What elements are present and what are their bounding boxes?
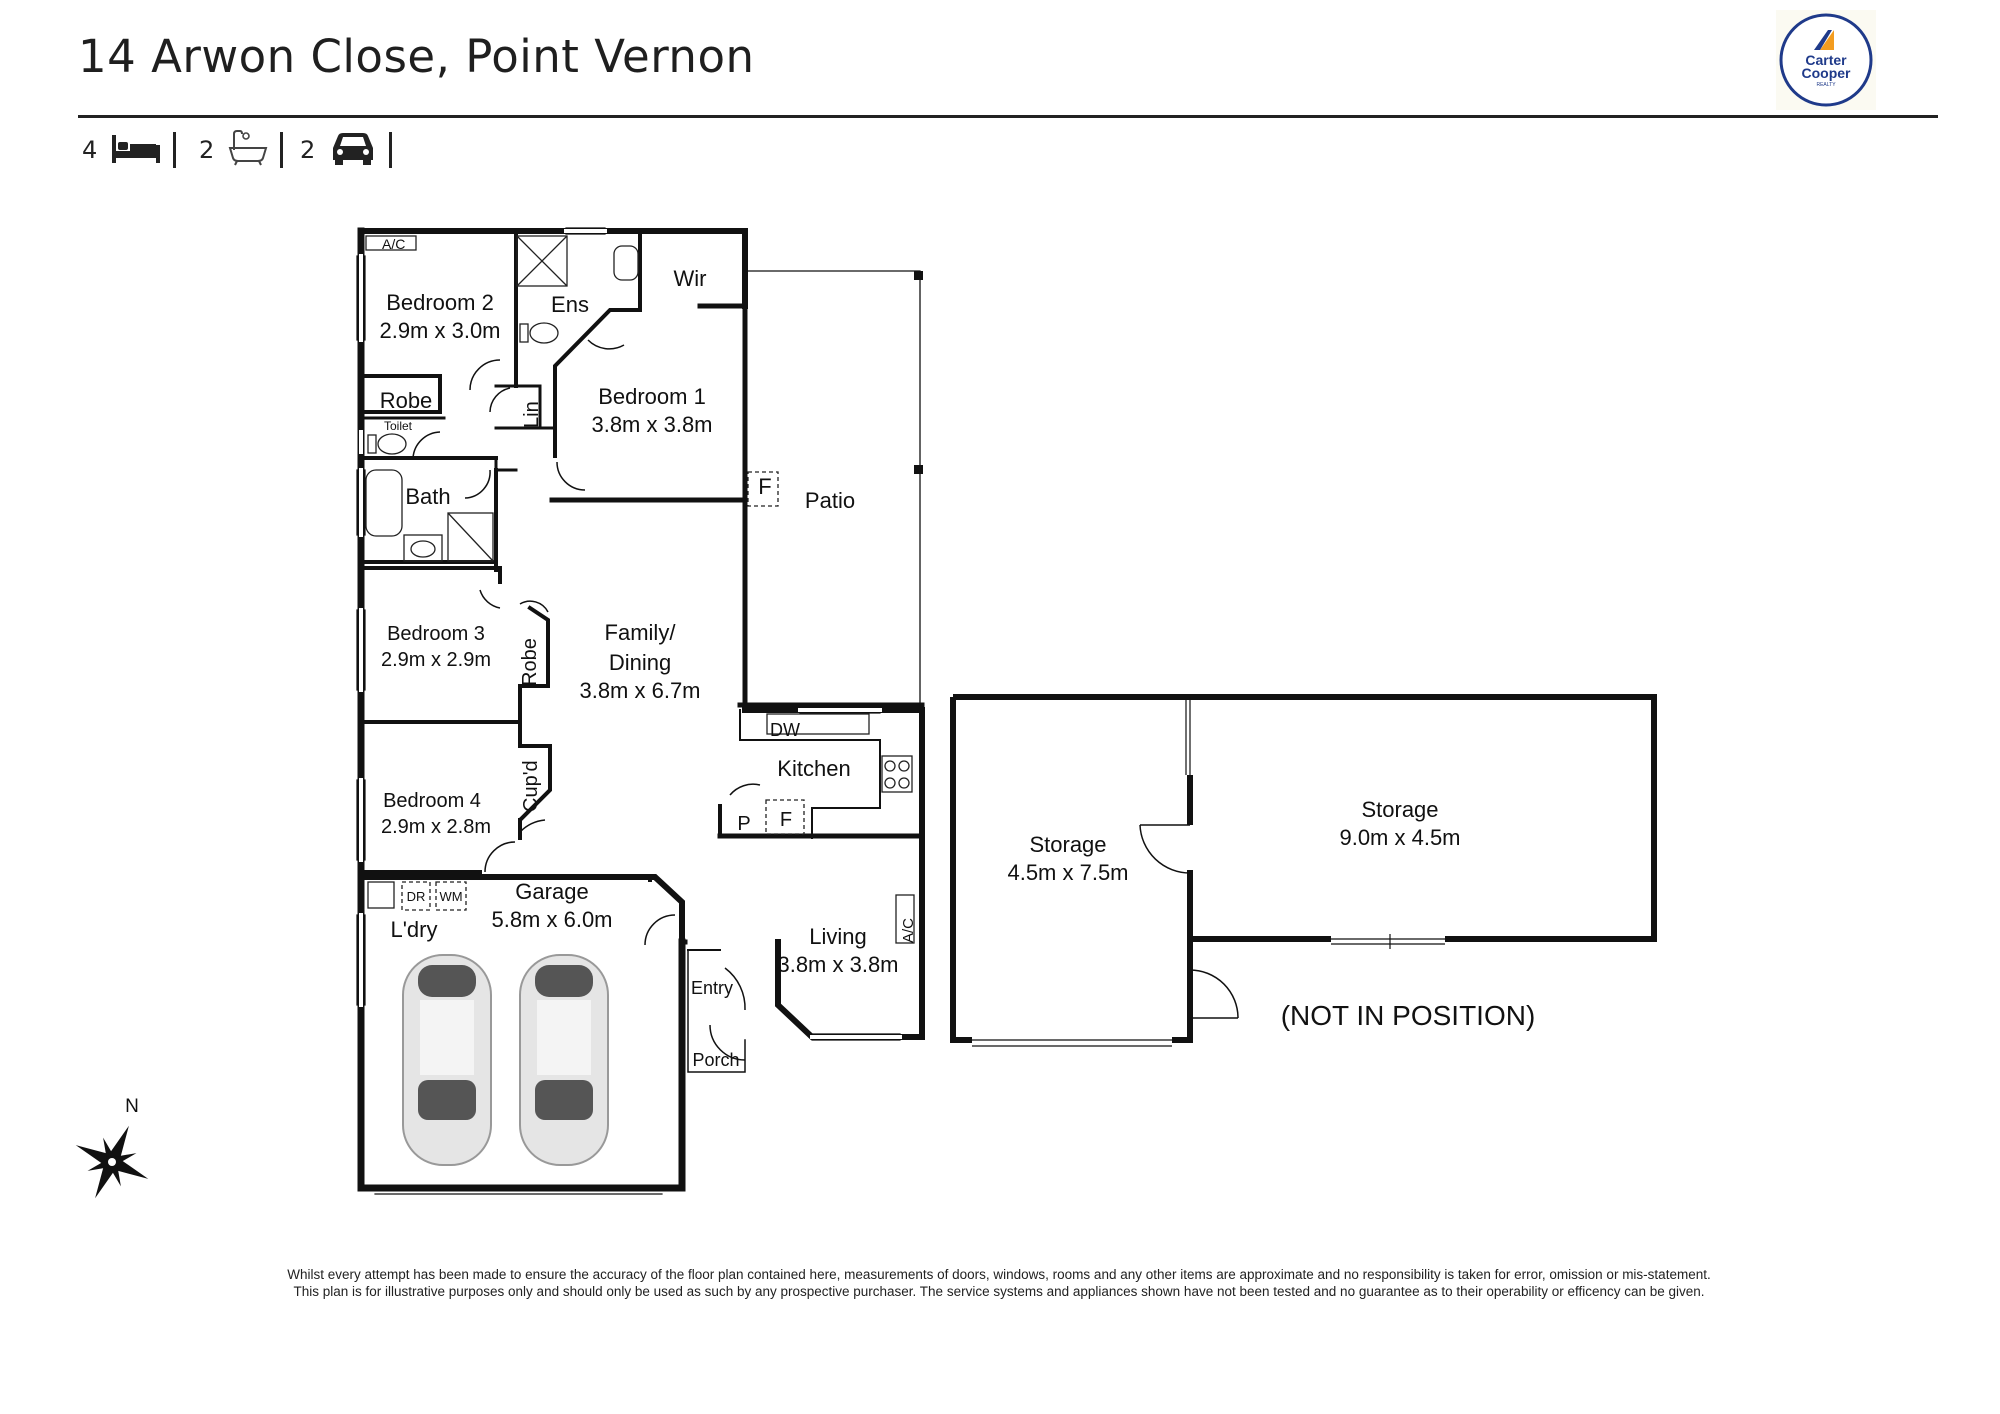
bedroom-2-name: Bedroom 2	[386, 290, 494, 315]
dryer-label: DR	[407, 889, 426, 904]
bath-icon	[228, 129, 268, 171]
agency-logo: Carter Cooper REALTY	[1776, 10, 1876, 110]
logo-text-realty: REALTY	[1816, 82, 1836, 88]
linen-label: Lin	[521, 401, 543, 428]
living-name: Living	[809, 924, 866, 949]
compass-icon	[75, 1125, 149, 1199]
family-dims: 3.8m x 6.7m	[579, 678, 700, 703]
car-icon	[329, 130, 377, 171]
logo-text-carter: Carter	[1805, 52, 1847, 68]
bedroom-3-name: Bedroom 3	[387, 623, 485, 645]
fridge-label-kitchen: F	[780, 809, 792, 831]
feature-separator	[389, 132, 393, 168]
toilet-label: Toilet	[384, 419, 413, 433]
robe-label-2: Robe	[519, 638, 541, 686]
header-divider	[78, 115, 1938, 118]
patio-label: Patio	[805, 488, 855, 513]
disclaimer: Whilst every attempt has been made to en…	[0, 1266, 1998, 1300]
washing-machine-label: WM	[439, 889, 462, 904]
ac-label-living: A/C	[900, 918, 917, 943]
wir-label: Wir	[674, 266, 707, 291]
garage-name: Garage	[515, 879, 588, 904]
kitchen-label: Kitchen	[777, 756, 850, 781]
bedroom-1-dims: 3.8m x 3.8m	[591, 412, 712, 437]
cupboard-label: Cup'd	[520, 760, 542, 812]
living-dims: 3.8m x 3.8m	[777, 952, 898, 977]
storage-large-name: Storage	[1361, 797, 1438, 822]
car-count: 2	[300, 128, 393, 172]
bath-label: Bath	[405, 484, 450, 509]
bedroom-count: 4	[82, 128, 177, 172]
not-in-position-note: (NOT IN POSITION)	[1281, 1000, 1536, 1031]
logo-text-cooper: Cooper	[1802, 65, 1852, 81]
family-label-2: Dining	[609, 650, 671, 675]
bedroom-4-dims: 2.9m x 2.8m	[381, 816, 491, 838]
car-illustration-2	[519, 954, 609, 1166]
bedroom-2-dims: 2.9m x 3.0m	[379, 318, 500, 343]
bathroom-count: 2	[199, 128, 284, 172]
porch-label: Porch	[692, 1050, 739, 1070]
bed-icon	[111, 131, 161, 170]
bedroom-4-name: Bedroom 4	[383, 790, 481, 812]
entry-label: Entry	[691, 978, 733, 998]
north-label: N	[125, 1096, 139, 1117]
garage-dims: 5.8m x 6.0m	[491, 907, 612, 932]
disclaimer-line-2: This plan is for illustrative purposes o…	[293, 1284, 1705, 1299]
dishwasher-label: DW	[770, 720, 800, 740]
bedroom-1-name: Bedroom 1	[598, 384, 706, 409]
feature-separator	[173, 132, 177, 168]
laundry-label: L'dry	[391, 917, 438, 942]
disclaimer-line-1: Whilst every attempt has been made to en…	[287, 1267, 1711, 1282]
bathroom-count-value: 2	[199, 136, 215, 164]
feature-separator	[280, 132, 284, 168]
bedroom-3-dims: 2.9m x 2.9m	[381, 649, 491, 671]
robe-label-1: Robe	[380, 388, 433, 413]
storage-large-dims: 9.0m x 4.5m	[1339, 825, 1460, 850]
storage-small-dims: 4.5m x 7.5m	[1007, 860, 1128, 885]
car-count-value: 2	[300, 136, 316, 164]
ensuite-label: Ens	[551, 292, 589, 317]
property-address: 14 Arwon Close, Point Vernon	[78, 30, 755, 83]
family-label-1: Family/	[605, 620, 677, 645]
car-illustration-1	[402, 954, 492, 1166]
ac-label: A/C	[382, 236, 405, 252]
bedroom-count-value: 4	[82, 136, 98, 164]
storage-small-name: Storage	[1029, 832, 1106, 857]
pantry-label: P	[737, 813, 750, 835]
fridge-label-patio: F	[758, 474, 771, 499]
